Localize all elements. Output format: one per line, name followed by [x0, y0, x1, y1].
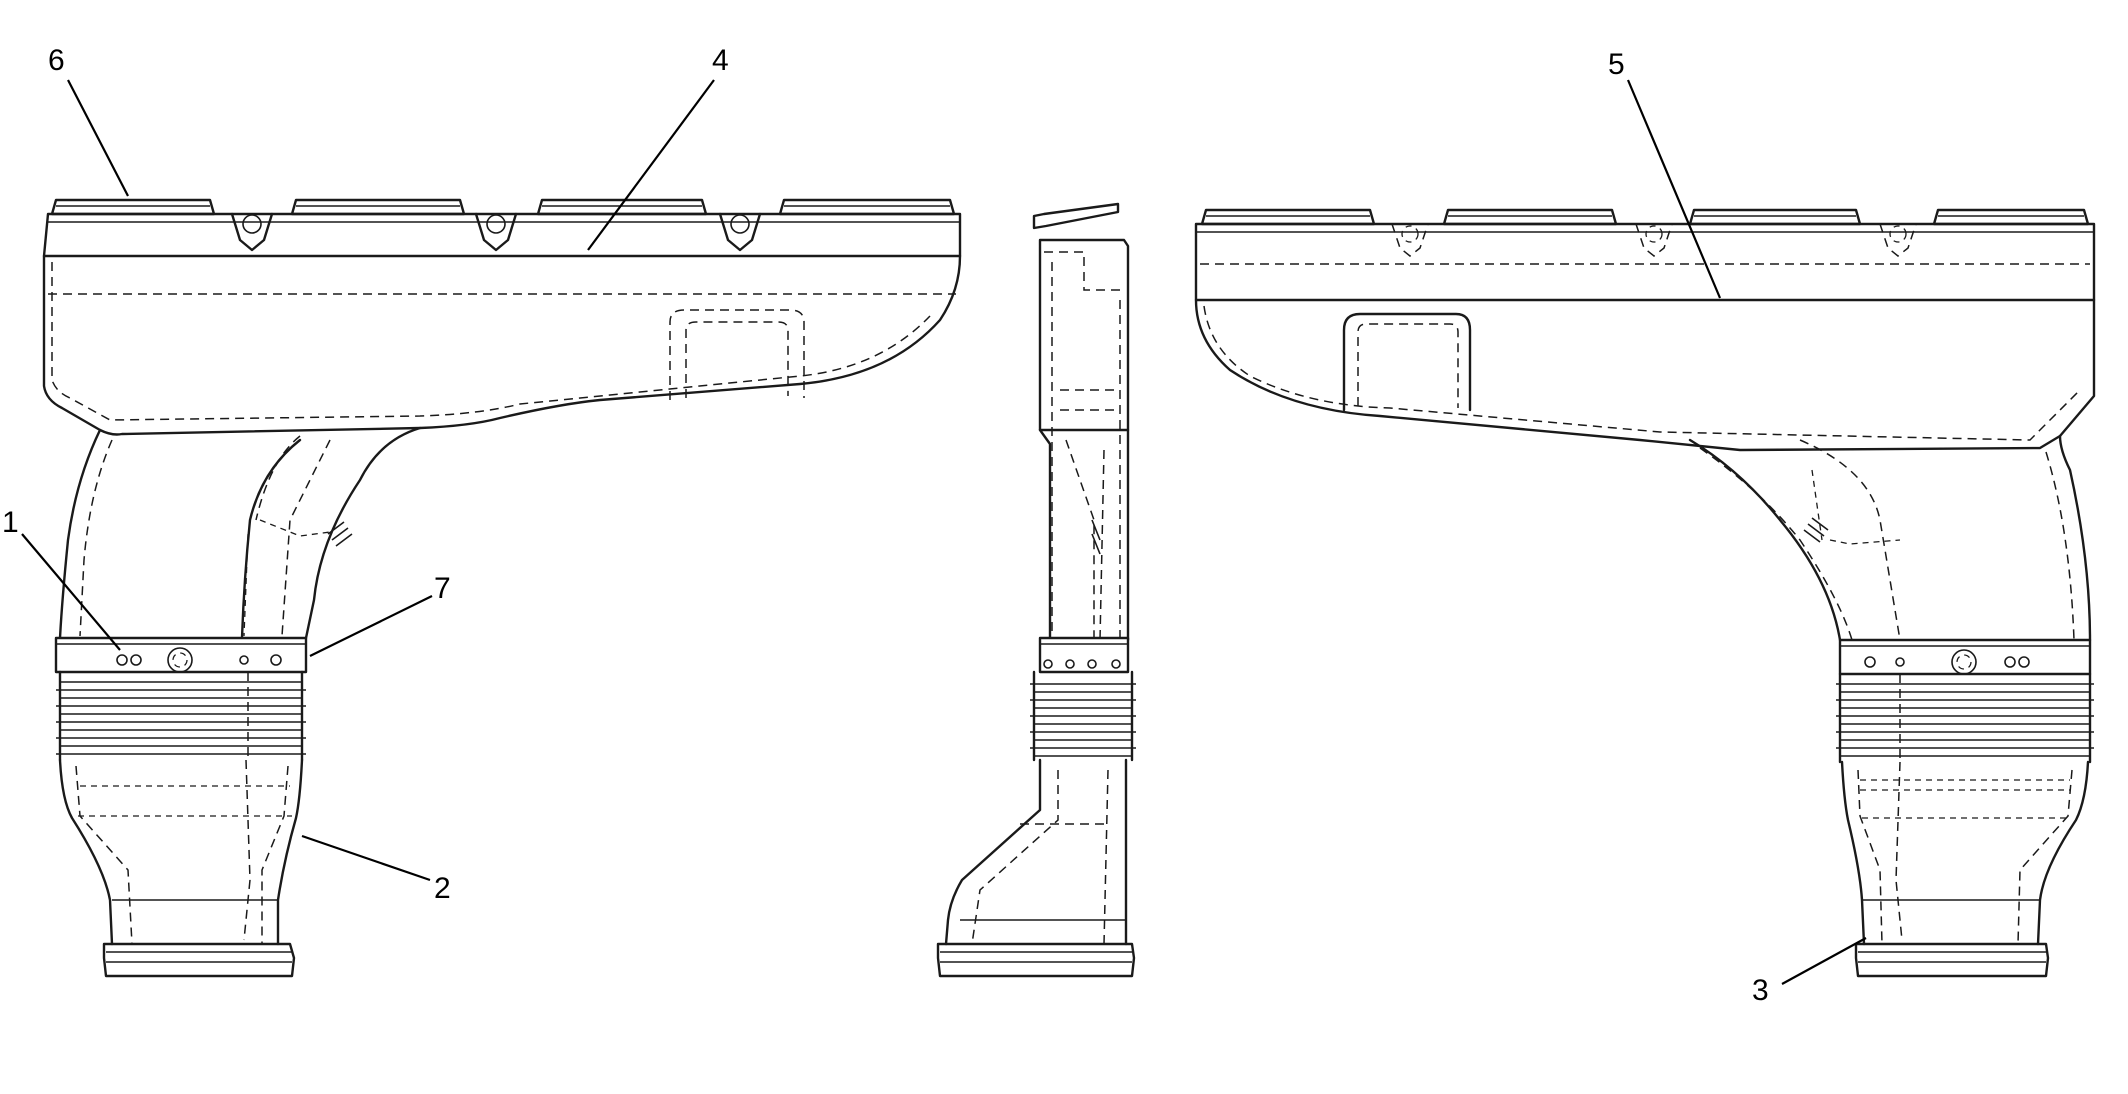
rear-header-body: [1194, 222, 2096, 452]
leader-4: [587, 79, 715, 251]
rear-lower-transition: [1840, 760, 2090, 978]
rear-outlet-tabs: [1200, 208, 2090, 226]
callout-numbers: 6 4 5 1 7 2 3: [2, 44, 1769, 1007]
callout-4: 4: [712, 44, 729, 77]
leader-5: [1626, 79, 1722, 299]
front-header-body: [42, 212, 962, 436]
rear-clamp-band: [1838, 638, 2092, 676]
leader-7: [309, 595, 433, 657]
callout-7: 7: [434, 572, 451, 605]
front-outlet-tabs: [50, 198, 956, 216]
front-lower-transition: [58, 758, 304, 978]
rear-bellows: [1836, 672, 2094, 764]
rear-clip-bosses: [1391, 223, 1917, 257]
callout-6: 6: [48, 44, 65, 77]
front-duct-tube: [58, 426, 422, 640]
rear-duct-tube: [1688, 434, 2092, 642]
leader-3: [1781, 937, 1867, 985]
rear-view: [1194, 208, 2096, 978]
leader-6: [67, 79, 129, 197]
callout-2: 2: [434, 872, 451, 905]
leader-1: [21, 533, 121, 651]
callout-1: 1: [2, 506, 19, 539]
leader-2: [301, 834, 431, 882]
callout-leaders: [21, 79, 1867, 985]
front-bellows: [56, 670, 306, 762]
front-clip-bosses: [230, 212, 762, 252]
front-view: [42, 198, 962, 978]
callout-5: 5: [1608, 48, 1625, 81]
front-clamp-band: [54, 636, 308, 674]
callout-3: 3: [1752, 974, 1769, 1007]
side-view: [936, 202, 1136, 978]
